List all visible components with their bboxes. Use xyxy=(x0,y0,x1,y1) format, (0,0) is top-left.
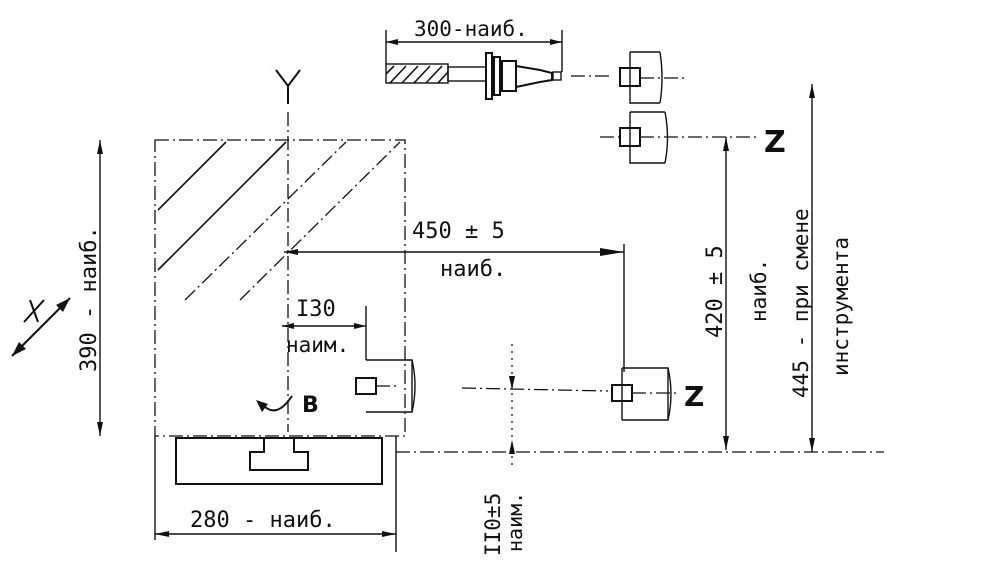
spindle-reach-note: наиб. xyxy=(440,257,506,282)
tool-shank-hatch xyxy=(385,65,449,84)
min-height-value: II0±5 xyxy=(481,493,505,556)
tool-length-dimension: 300-наиб. xyxy=(385,17,563,72)
table-height-label: 390 - наиб. xyxy=(77,226,102,372)
tool-change-line2: инструмента xyxy=(829,237,853,376)
table-width-dimension xyxy=(154,436,397,552)
machine-table xyxy=(175,437,383,485)
min-offset-dimension xyxy=(282,306,367,360)
min-height-note: наим. xyxy=(503,492,527,552)
spindle-height-dimension xyxy=(723,137,729,450)
tool-position-upper-1 xyxy=(619,51,688,104)
tool-position-lower-right xyxy=(611,367,680,421)
tool-position-lower-left xyxy=(355,359,416,413)
axis-y xyxy=(275,69,301,432)
spindle-reach-value: 450 ± 5 xyxy=(412,219,505,244)
axis-z-lower-label: Z xyxy=(684,380,704,413)
spindle-reach-dimension xyxy=(284,244,625,372)
axis-x-label: X xyxy=(0,0,1,1)
min-offset-value: I30 xyxy=(296,297,336,322)
min-height-dimension xyxy=(509,344,515,470)
tool-change-dimension xyxy=(809,84,815,452)
axis-x xyxy=(11,297,71,357)
axis-y-label: Y xyxy=(269,69,271,71)
rotation-b-label: B xyxy=(302,393,319,418)
spindle-height-note: наиб. xyxy=(747,259,771,322)
tool-length-label: 300-наиб. xyxy=(414,17,528,41)
spindle-height-value: 420 ± 5 xyxy=(703,245,728,338)
tool-change-line1: 445 - при смене xyxy=(789,208,813,398)
lower-centerline xyxy=(461,387,609,392)
table-height-dimension xyxy=(97,140,103,436)
tool-position-upper-2 xyxy=(600,111,760,164)
tool-holder xyxy=(385,52,612,100)
rotation-b-arrow xyxy=(256,395,293,412)
table-width-label: 280 - наиб. xyxy=(190,508,336,533)
work-envelope xyxy=(154,139,406,437)
min-offset-note: наим. xyxy=(286,333,349,357)
axis-z-upper-label: Z xyxy=(764,125,786,160)
